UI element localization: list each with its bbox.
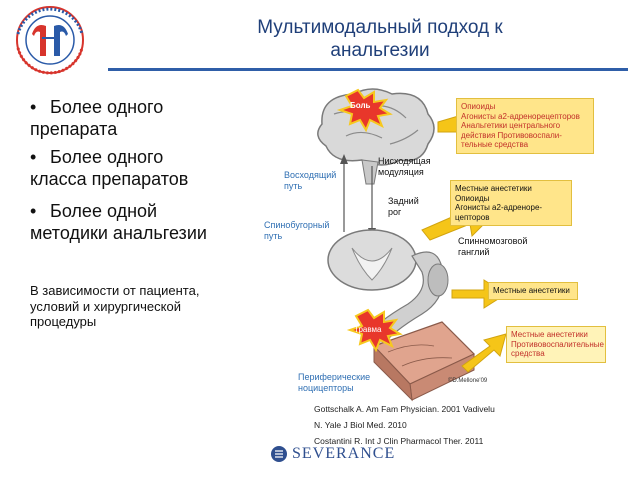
note-line-1: В зависимости от пациента, [30,283,250,299]
title-divider [108,68,628,71]
trauma-label: Травма [354,324,381,335]
bullet-text-line-2: препарата [30,118,260,140]
brainstem [362,160,378,184]
ganglion-illustration [428,264,448,296]
pain-label: Боль [350,100,370,111]
bullet-item: • Более одного препарата [30,96,260,140]
spinothalamic-path-label: Спинобугорный путь [264,220,329,242]
copyright-label: ©D.Mellone'09 [448,376,487,387]
page-title: Мультимодальный подход к анальгезии [200,16,560,62]
pain-pathway-diagram: Боль Травма Восходящий путь Спинобугорны… [262,84,638,414]
bullet-marker: • [30,146,36,168]
context-note: В зависимости от пациента, условий и хир… [30,283,250,330]
spinal-cord-illustration [328,230,416,290]
ganglion-drugs-box: Местные анестетики [488,282,578,300]
spinal-drugs-box: Местные анестетики Опиоиды Агонисты а2-а… [450,180,572,226]
ascending-path-label: Восходящий путь [284,170,336,192]
bullet-item: • Более одной методики анальгезии [30,200,260,244]
severance-emblem-icon [270,445,288,463]
bullet-marker: • [30,200,36,222]
footer-brand: SEVERANCE [270,444,395,464]
reference-item: Gottschalk A. Am Fam Physician. 2001 Vad… [314,404,554,431]
brain-illustration [318,89,434,165]
bullet-text-line-1: Более одного [50,146,260,168]
note-line-2: условий и хирургической [30,299,250,315]
ganglion-label: Спинномозговой ганглий [458,236,527,258]
bullet-text-line-2: методики анальгезии [30,222,260,244]
brain-drugs-box: Опиоиды Агонисты а2-адренорецепторов Ана… [456,98,594,154]
bullet-text-line-1: Более одного [50,96,260,118]
dorsal-horn-label: Задний рог [388,196,419,218]
title-line-2: анальгезии [200,39,560,62]
federation-logo [6,4,94,76]
bullet-list: • Более одного препарата • Более одного … [30,96,260,250]
bullet-marker: • [30,96,36,118]
title-line-1: Мультимодальный подход к [200,16,560,39]
bullet-text-line-2: класса препаратов [30,168,260,190]
bullet-item: • Более одного класса препаратов [30,146,260,190]
note-line-3: процедуры [30,314,250,330]
periphery-drugs-box: Местные анестетики Противовоспалительные… [506,326,606,363]
descending-modulation-label: Нисходящая модуляция [378,156,431,178]
nociceptors-label: Периферические ноцицепторы [298,372,370,394]
bullet-text-line-1: Более одной [50,200,260,222]
brand-name: SEVERANCE [292,445,395,463]
